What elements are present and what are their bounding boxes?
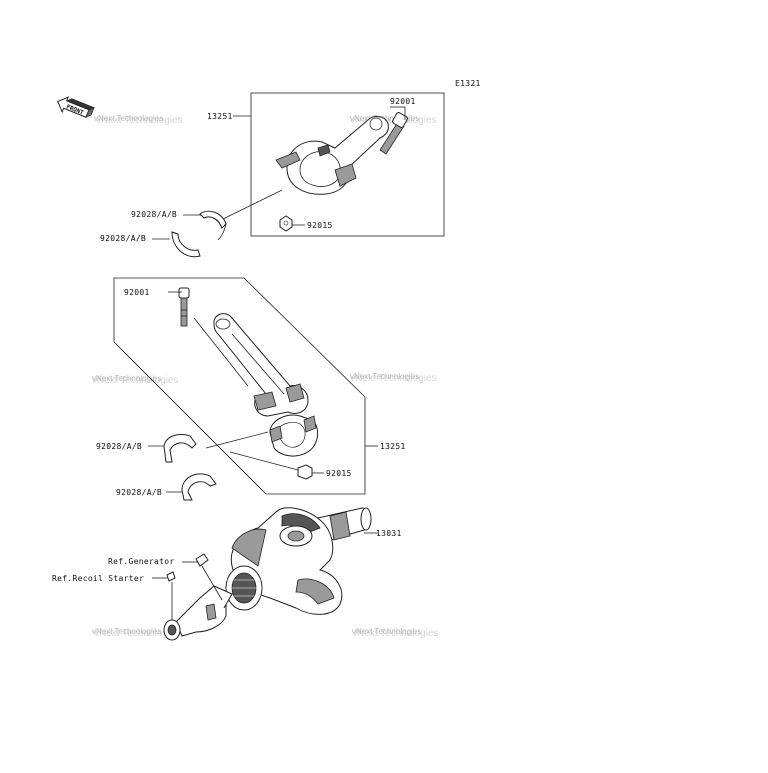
callout-ref-recoil-starter: Ref.Recoil Starter [52,574,144,583]
watermark-4: vNext Technologies [350,372,419,381]
front-arrow-icon: FRONT [57,96,95,118]
watermark-6b: vNext Technologies [352,628,439,639]
callout-top-13251: 13251 [207,112,233,121]
callout-top-92015: 92015 [307,221,333,230]
top-group-frame [250,92,445,237]
mid-bearing-cap [269,414,319,457]
top-bearing-shell-b [171,231,201,258]
top-connecting-rod [275,116,389,195]
watermark-6: vNext Technologies [352,627,421,636]
leader-mid-nut-cross [229,451,299,471]
mid-bolt [178,287,190,327]
top-nut [279,215,293,232]
watermark-5: vNext Technologies [92,627,161,636]
watermark-3b: vNext Technologies [92,375,179,386]
top-bearing-shell-a [199,210,227,241]
leader-mid-rod [193,317,249,387]
callout-mid-92015: 92015 [326,469,352,478]
mid-nut [297,464,313,480]
callout-mid-13251: 13251 [380,442,406,451]
leader-top-bearings [222,189,283,220]
mid-bearing-shell-b [181,473,217,501]
generator-key [195,553,209,567]
recoil-starter-key [166,571,176,582]
mid-bearing-shell-a [163,433,197,463]
crankshaft-gear [225,565,263,611]
leader-mid-bearing-cross [205,431,269,449]
watermark-1: vNext Technologies [94,114,163,123]
watermark-3: vNext Technologies [92,374,161,383]
watermark-5b: vNext Technologies [94,628,181,639]
callout-top-92028-a: 92028/A/B [131,210,177,219]
callout-ref-generator: Ref.Generator [108,557,175,566]
mid-group-frame [113,277,366,495]
callout-top-92028-b: 92028/A/B [100,234,146,243]
diagram-code: E1321 [455,79,481,88]
watermark-1b: vNext Technologies [96,115,183,126]
callout-13031: 13031 [376,529,402,538]
watermark-4b: vNext Technologies [350,373,437,384]
top-bolt [379,112,408,155]
callout-top-92001: 92001 [390,97,416,106]
mid-connecting-rod [213,313,309,417]
callout-mid-92028-b: 92028/A/B [116,488,162,497]
crankshaft [163,507,372,641]
leader-generator-to-shaft [201,565,223,601]
callout-mid-92001: 92001 [124,288,150,297]
callout-mid-92028-a: 92028/A/B [96,442,142,451]
